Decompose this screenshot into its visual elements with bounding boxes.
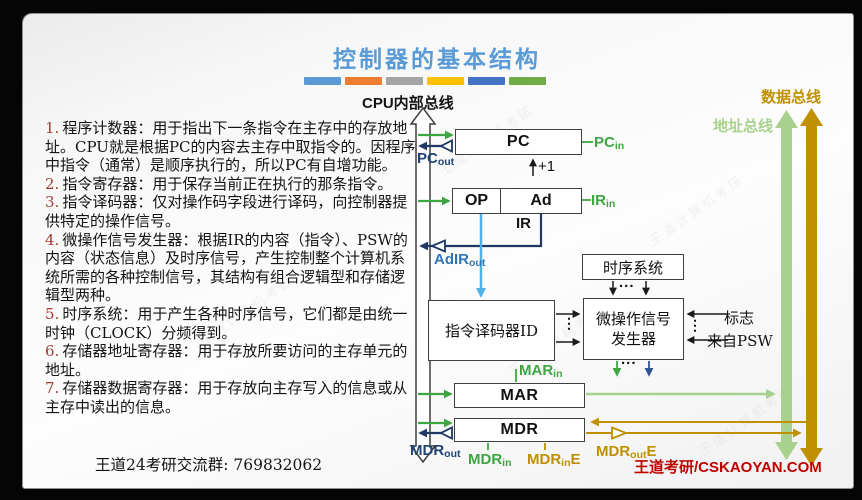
mdr-in-label: MDRin (468, 451, 512, 469)
mdr-out-label: MDRout (410, 442, 461, 460)
page-title: 控制器的基本结构 (333, 46, 541, 73)
mar-in-label: MARin (519, 362, 563, 380)
qq-group-footer: 王道24考研交流群: 769832062 (95, 456, 323, 474)
mdr-in-e-label: MDRinE (527, 451, 581, 469)
accent-bar (386, 77, 423, 85)
ir-ad-field: Ad (530, 192, 552, 209)
accent-bar (509, 77, 546, 85)
note-item: 2.指令寄存器：用于保存当前正在执行的那条指令。 (45, 174, 393, 193)
mar-register-box: MAR (454, 383, 585, 408)
address-bus-label: 地址总线 (713, 117, 774, 135)
mdr-register-box: MDR (454, 418, 585, 442)
note-item: 1.程序计数器：用于指出下一条指令在主存中的存放地址。CPU就是根据PC的内容去… (45, 119, 416, 175)
timing-system-box: 时序系统 (582, 254, 684, 280)
ellipsis-timing: ... (619, 274, 635, 291)
flags-label: 标志 (724, 309, 755, 327)
note-item: 4.微操作信号发生器：根据IR的内容（指令）、PSW的内容（状态信息）及时序信号… (45, 230, 408, 305)
instruction-decoder-box: 指令译码器ID (428, 300, 555, 361)
accent-bar (304, 77, 341, 85)
note-item: 7.存储器数据寄存器：用于存放向主存写入的信息或从主存中读出的信息。 (45, 379, 408, 416)
ir-register-box: OP Ad (452, 188, 582, 214)
ir-in-label: IRin (591, 192, 616, 210)
mdr-out-e-label: MDRoutE (596, 443, 657, 461)
microop-signal-generator-box: 微操作信号 发生器 (583, 298, 684, 360)
note-item: 6.存储器地址寄存器：用于存放所要访问的主存单元的地址。 (45, 342, 408, 379)
accent-bar (468, 77, 505, 85)
pc-register-box: PC (455, 129, 582, 155)
data-bus-label: 数据总线 (761, 88, 822, 106)
accent-bar (427, 77, 464, 85)
ellipsis-generator: ... (621, 351, 637, 368)
adir-out-label: AdIRout (434, 251, 486, 269)
pc-out-label: PCout (417, 150, 455, 168)
note-item: 5.时序系统：用于产生各种时序信号，它们都是由统一时钟（CLOCK）分频得到。 (45, 304, 408, 342)
cpu-internal-bus-label: CPU内部总线 (362, 95, 454, 112)
brand-footer: 王道考研/CSKAOYAN.COM (634, 459, 822, 476)
note-item: 3.指令译码器：仅对操作码字段进行译码，向控制器提供特定的操作信号。 (45, 193, 408, 230)
ir-op-field: OP (453, 189, 501, 213)
from-psw-label: 来自PSW (707, 332, 773, 350)
vertical-dots-decoder: ⋮ (562, 315, 576, 331)
ir-caption: IR (516, 215, 531, 232)
notes-panel: 1.程序计数器：用于指出下一条指令在主存中的存放地址。CPU就是根据PC的内容去… (45, 119, 419, 417)
vertical-dots-psw: ⋮ (688, 317, 702, 333)
plus-one-label: +1 (538, 158, 556, 175)
accent-bars (304, 77, 546, 85)
pc-in-label: PCin (594, 134, 625, 152)
accent-bar (345, 77, 382, 85)
